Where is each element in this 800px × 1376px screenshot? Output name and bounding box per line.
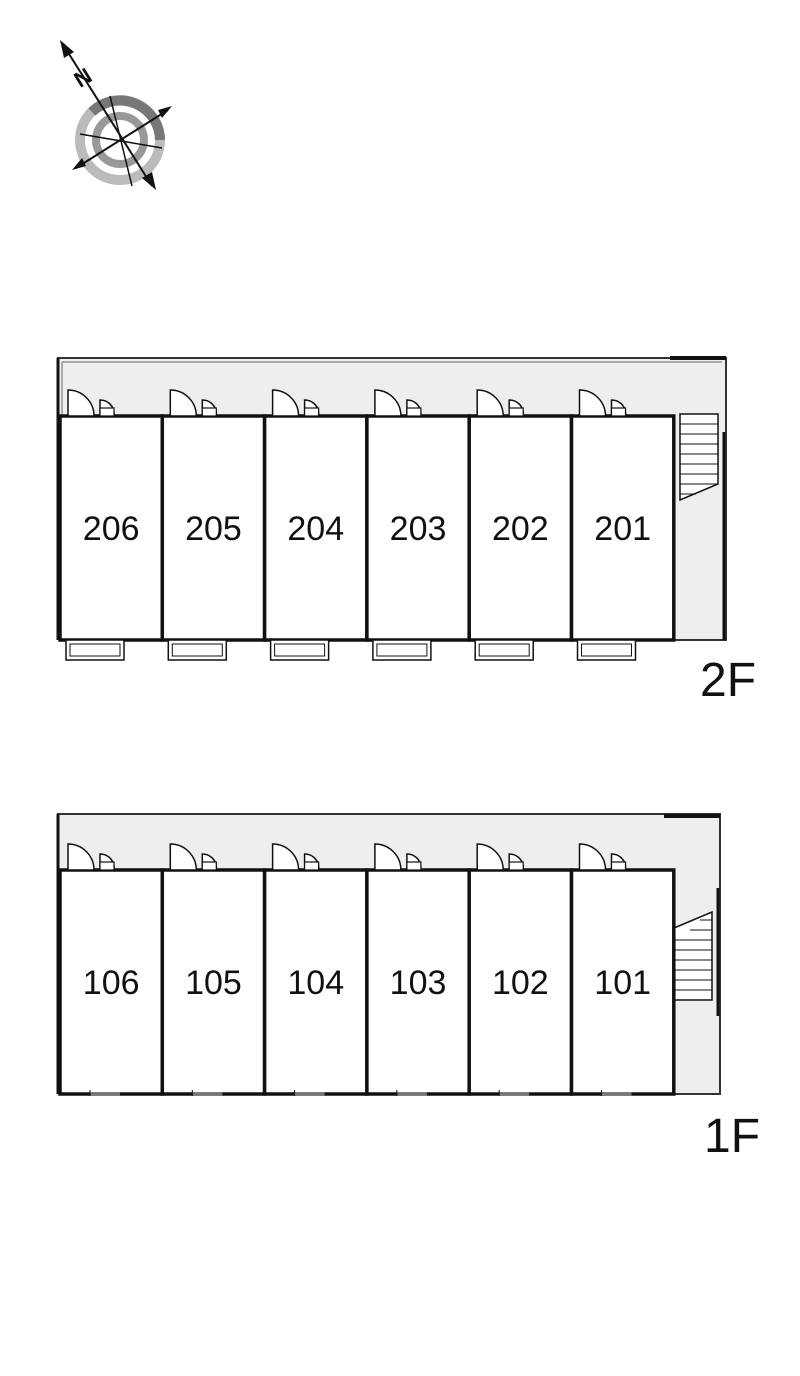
unit-number: 203	[390, 510, 447, 548]
door-icon	[374, 389, 402, 417]
unit-number: 204	[287, 510, 344, 548]
door-icon	[169, 843, 198, 871]
door-icon	[67, 389, 95, 417]
staircase	[679, 413, 719, 502]
door-icon	[67, 843, 95, 871]
door-icon	[169, 389, 198, 417]
floor-2f-plan: 206 205 204 203 202 201 2F	[56, 356, 756, 707]
unit-106: 106	[58, 843, 165, 1096]
unit-205: 205	[160, 389, 267, 661]
compass-icon: N	[60, 40, 172, 190]
balcony	[372, 639, 432, 661]
balcony	[65, 639, 125, 661]
floor-1f-plan: 106 105 104 103 102 101 1F	[56, 813, 760, 1163]
unit-202: 202	[467, 389, 574, 661]
unit-204: 204	[262, 389, 369, 661]
unit-201: 201	[569, 389, 676, 661]
balcony	[167, 639, 228, 661]
unit-number: 105	[185, 964, 242, 1002]
unit-101: 101	[569, 843, 676, 1096]
unit-103: 103	[365, 843, 471, 1096]
balcony	[269, 639, 330, 661]
floor-label-1f: 1F	[704, 1110, 760, 1163]
door-icon	[271, 389, 300, 417]
unit-number: 104	[287, 964, 344, 1002]
door-icon	[476, 843, 504, 871]
unit-206: 206	[58, 389, 165, 661]
unit-102: 102	[467, 843, 574, 1096]
unit-number: 202	[492, 510, 549, 548]
unit-number: 206	[83, 510, 140, 548]
balcony	[474, 639, 534, 661]
unit-number: 201	[594, 510, 651, 548]
door-icon	[271, 843, 300, 871]
door-icon	[476, 389, 504, 417]
balcony	[576, 639, 637, 661]
unit-105: 105	[160, 843, 267, 1096]
unit-203: 203	[365, 389, 471, 661]
unit-number: 205	[185, 510, 242, 548]
door-icon	[578, 843, 607, 871]
unit-104: 104	[262, 843, 369, 1096]
unit-number: 106	[83, 964, 140, 1002]
unit-number: 101	[594, 964, 651, 1002]
unit-number: 102	[492, 964, 549, 1002]
staircase	[673, 910, 713, 1001]
floor-label-2f: 2F	[700, 654, 756, 707]
door-icon	[374, 843, 402, 871]
unit-number: 103	[390, 964, 447, 1002]
door-icon	[578, 389, 607, 417]
compass-north-label: N	[69, 63, 96, 93]
